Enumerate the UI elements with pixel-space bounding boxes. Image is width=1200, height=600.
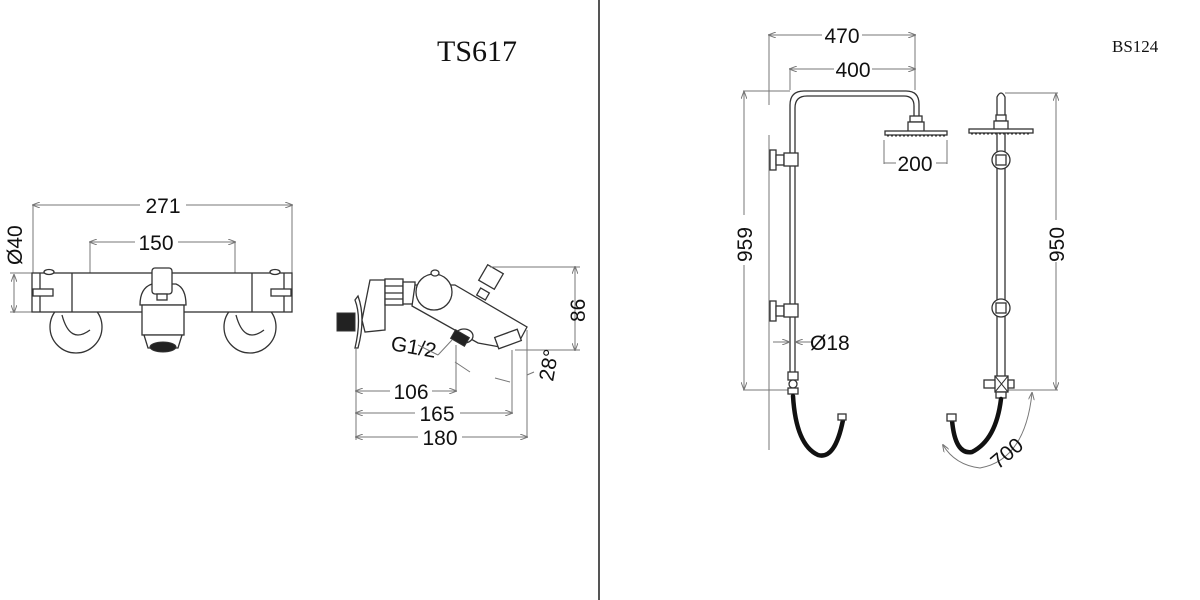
mixer-side-view: G1/2 86 28° 106 165 180 xyxy=(336,263,590,450)
dim-271: 271 xyxy=(145,195,180,218)
hose-icon xyxy=(790,393,846,458)
model-title-ts617: TS617 xyxy=(437,35,517,68)
dim-150: 150 xyxy=(138,232,173,255)
dim-pipe-diameter-18: Ø18 xyxy=(810,332,850,355)
dim-86: 86 xyxy=(567,299,590,322)
shower-front-view: 470 400 959 200 Ø xyxy=(734,25,948,458)
model-title-bs124: BS124 xyxy=(1112,37,1159,56)
hose-icon xyxy=(949,396,1004,455)
dim-180: 180 xyxy=(422,427,457,450)
dim-700: 700 xyxy=(986,434,1028,474)
shower-side-view: 950 700 xyxy=(943,92,1069,474)
dim-165: 165 xyxy=(419,403,454,426)
mixer-front-view: 271 150 Ø40 xyxy=(4,195,292,354)
dim-106: 106 xyxy=(393,381,428,404)
dim-diameter-40: Ø40 xyxy=(4,225,27,265)
dim-400: 400 xyxy=(835,59,870,82)
dim-200: 200 xyxy=(897,153,932,176)
dim-959: 959 xyxy=(734,227,757,262)
dim-angle-28: 28° xyxy=(535,348,563,383)
dim-thread-g12: G1/2 xyxy=(389,332,438,363)
dim-470: 470 xyxy=(824,25,859,48)
dim-950: 950 xyxy=(1046,227,1069,262)
